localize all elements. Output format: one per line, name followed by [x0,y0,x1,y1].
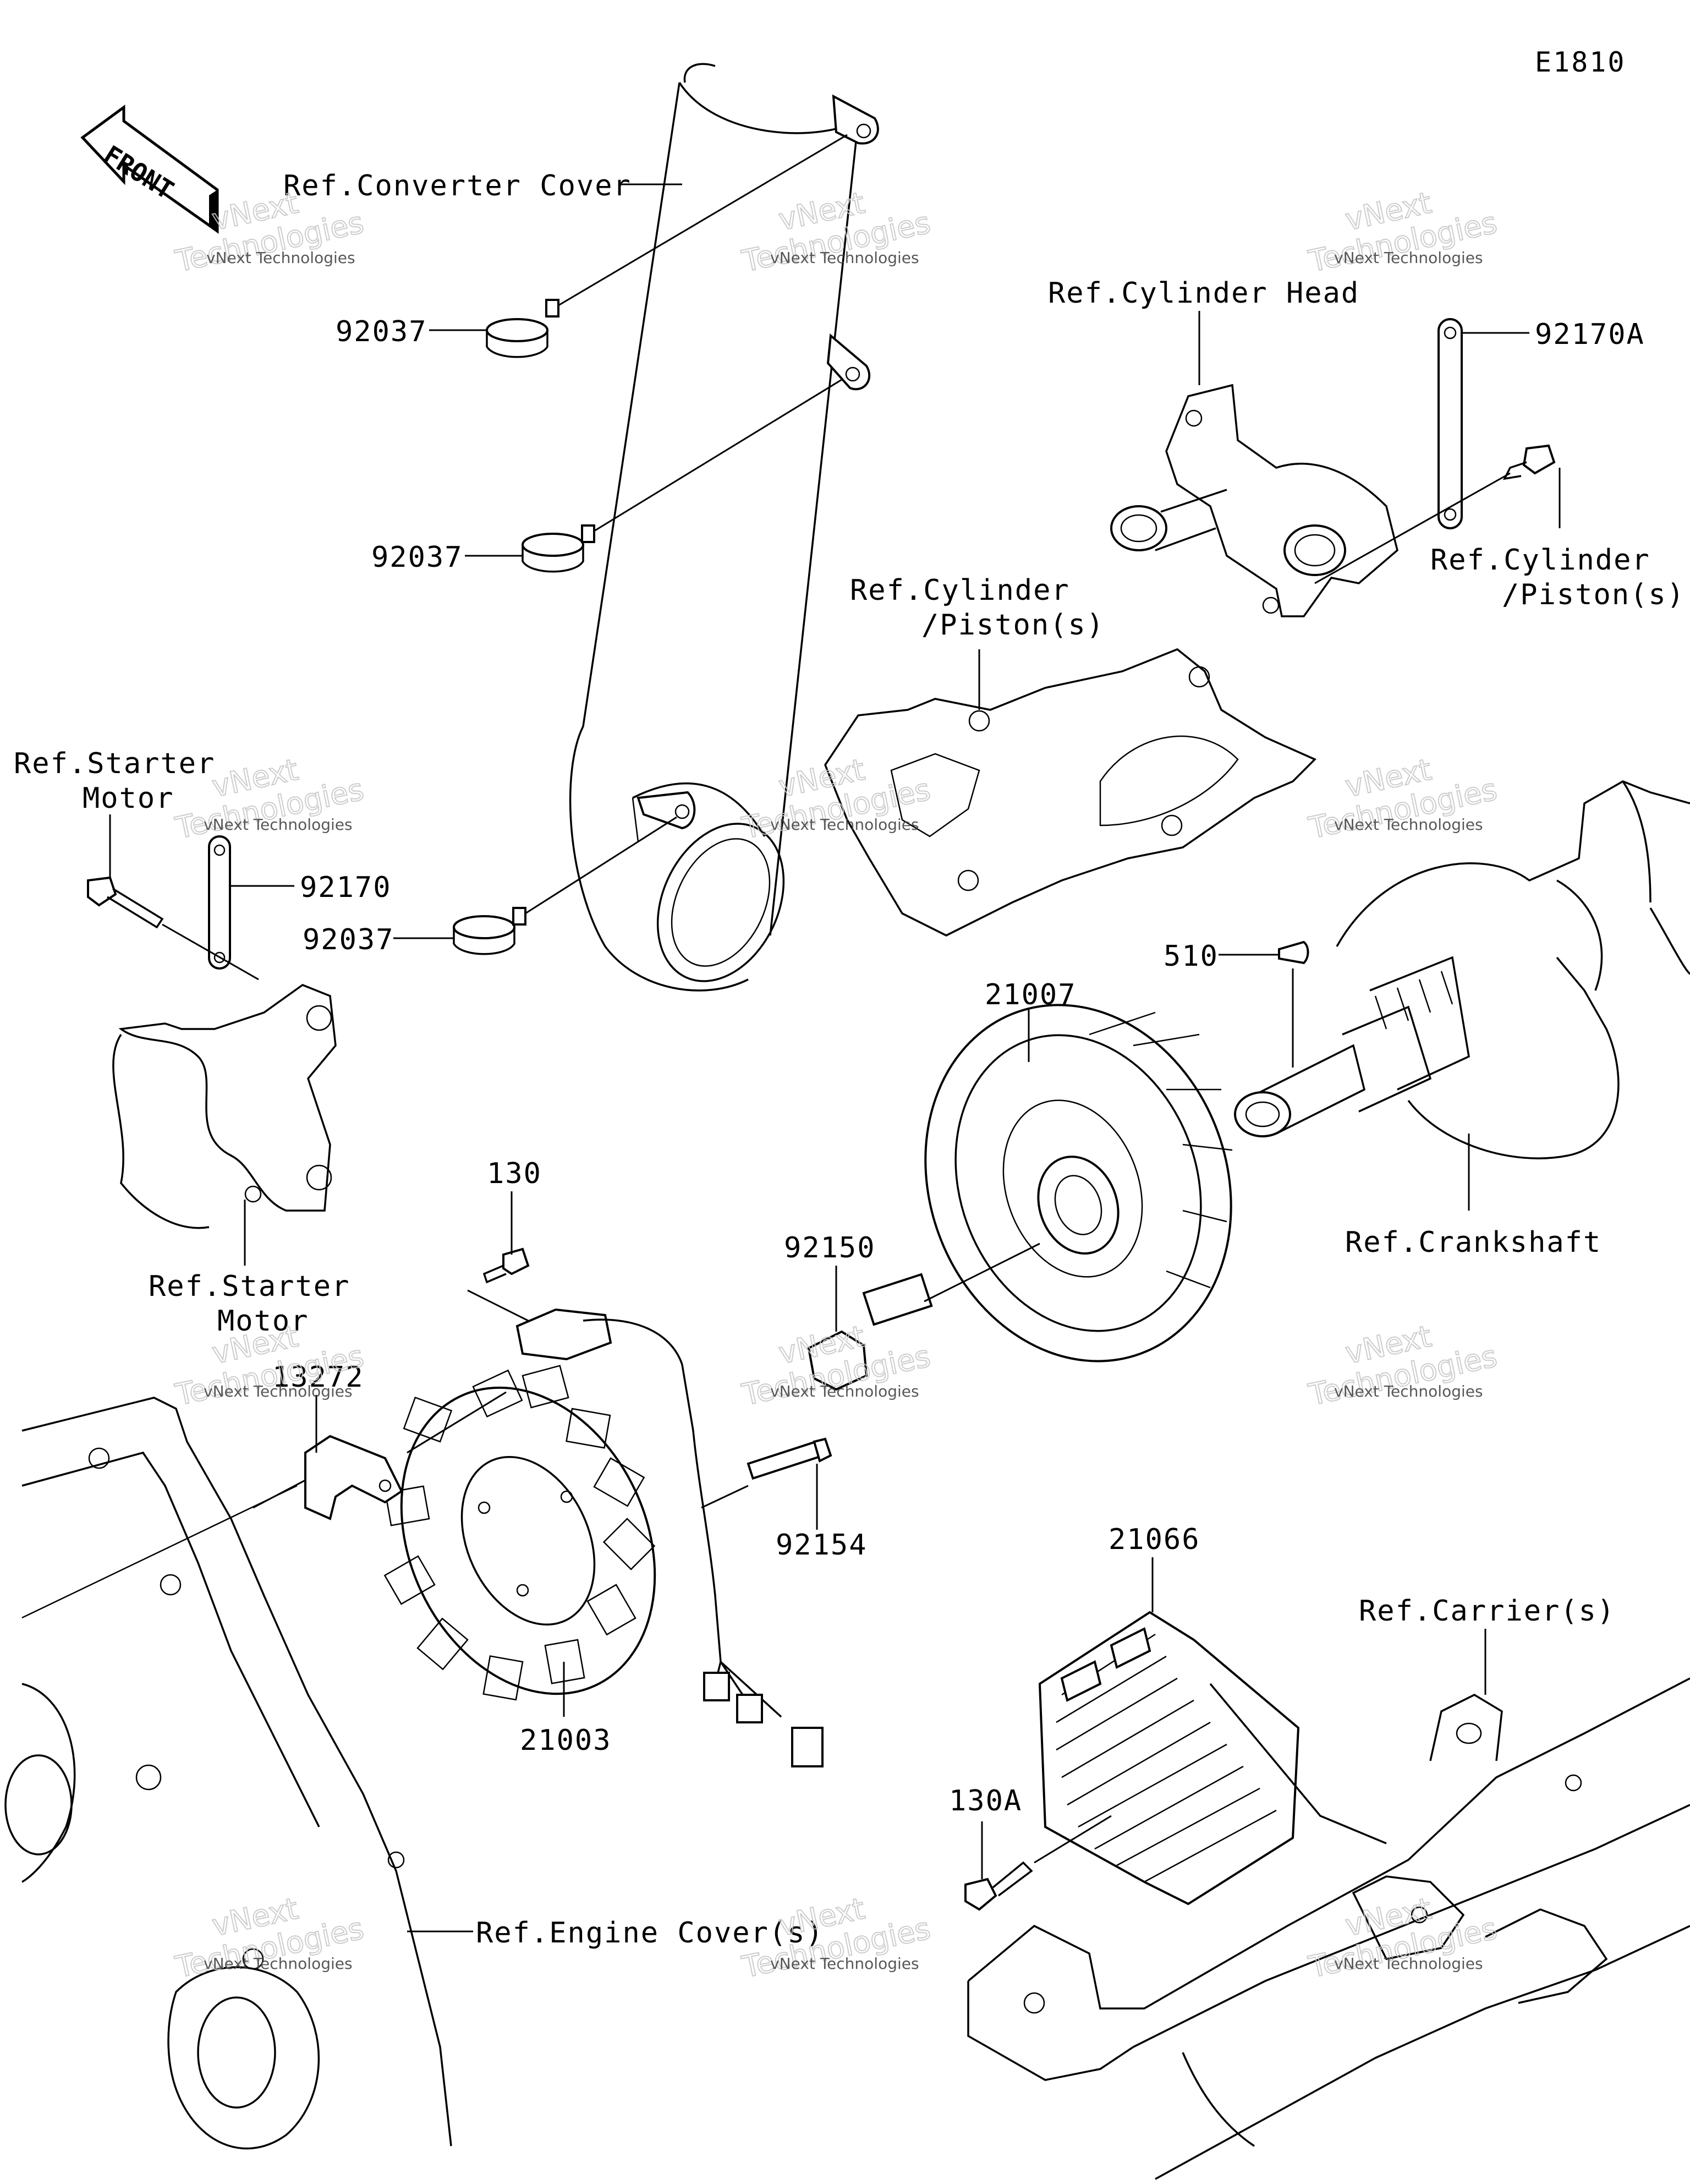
watermark-text: vNext Technologies [206,249,355,267]
label-130: 130 [487,1157,542,1190]
label-92037-top: 92037 [336,315,427,348]
watermark-text: vNext Technologies [1334,815,1483,834]
label-130A: 130A [949,1785,1022,1818]
ref-starter-motor-top-1: Ref.Starter [14,747,215,780]
watermark-text: vNext Technologies [204,1955,353,1973]
clamp-92037-top [486,134,848,358]
crankshaft [1234,780,1690,1159]
ref-engine-covers: Ref.Engine Cover(s) [476,1917,824,1950]
label-92150: 92150 [784,1231,876,1265]
starter-bracket [112,984,337,1229]
strap-92170 [87,835,259,981]
clamp-92037-mid [522,379,842,573]
ref-cylinder-piston-right-1: Ref.Cylinder [1430,544,1650,577]
label-92154: 92154 [776,1529,868,1562]
ref-starter-motor-bottom-2: Motor [217,1305,309,1338]
label-21066: 21066 [1109,1523,1200,1556]
watermark-text: vNext Technologies [1334,249,1483,267]
label-13272: 13272 [272,1361,364,1394]
ref-starter-motor-top-2: Motor [83,782,174,815]
front-arrow-icon: FRONT [80,105,219,234]
bolt-92150 [807,1242,1040,1391]
ref-cylinder-piston-right-2: /Piston(s) [1502,578,1685,611]
cylinder-gasket [824,648,1317,937]
ref-starter-motor-bottom-1: Ref.Starter [149,1270,350,1303]
stator-21003 [383,1308,824,1767]
diagram-code: E1810 [1535,46,1626,78]
label-92037-mid: 92037 [371,541,463,574]
converter-duct [569,63,879,992]
watermark-text: vNext Technologies [770,1382,919,1400]
label-92170: 92170 [300,871,392,904]
label-92170A: 92170A [1535,318,1645,351]
engine-cover [4,1397,452,2150]
watermark-text: vNext Technologies [1334,1382,1483,1400]
watermark-text: vNext Technologies [770,249,919,267]
watermark-text: vNext Technologies [770,1955,919,1973]
watermark-text: vNext Technologies [204,1382,353,1400]
label-21003: 21003 [520,1724,612,1757]
watermark-text: vNext Technologies [204,815,353,834]
label-21007: 21007 [985,978,1077,1011]
bolt-130A [964,1815,1112,1911]
clamp-92037-bottom [453,816,677,955]
watermark-text: vNext Technologies [770,815,919,834]
strap-92170A [1314,318,1556,584]
regulator-21066 [1038,1611,1300,1906]
label-510: 510 [1164,940,1219,973]
carrier-frame [967,1677,1690,2180]
ref-cylinder-piston-mid-1: Ref.Cylinder [850,574,1070,607]
bolt-92154 [701,1437,832,1509]
ref-cylinder-head: Ref.Cylinder Head [1048,277,1359,310]
ref-converter-cover: Ref.Converter Cover [283,169,632,202]
watermarks: vNext Technologies vNext Technologies vN… [172,185,1500,1985]
cylinder-head [1110,384,1398,617]
key-510 [1278,940,1309,965]
bolt-130 [467,1247,530,1322]
rotor-21007 [924,1004,1233,1362]
watermark-text: vNext Technologies [1334,1955,1483,1973]
leader-lines [109,183,1561,1933]
ref-crankshaft: Ref.Crankshaft [1345,1226,1601,1259]
ref-cylinder-piston-mid-2: /Piston(s) [921,609,1105,642]
label-92037-bottom: 92037 [303,923,394,956]
ref-carriers: Ref.Carrier(s) [1359,1595,1615,1628]
